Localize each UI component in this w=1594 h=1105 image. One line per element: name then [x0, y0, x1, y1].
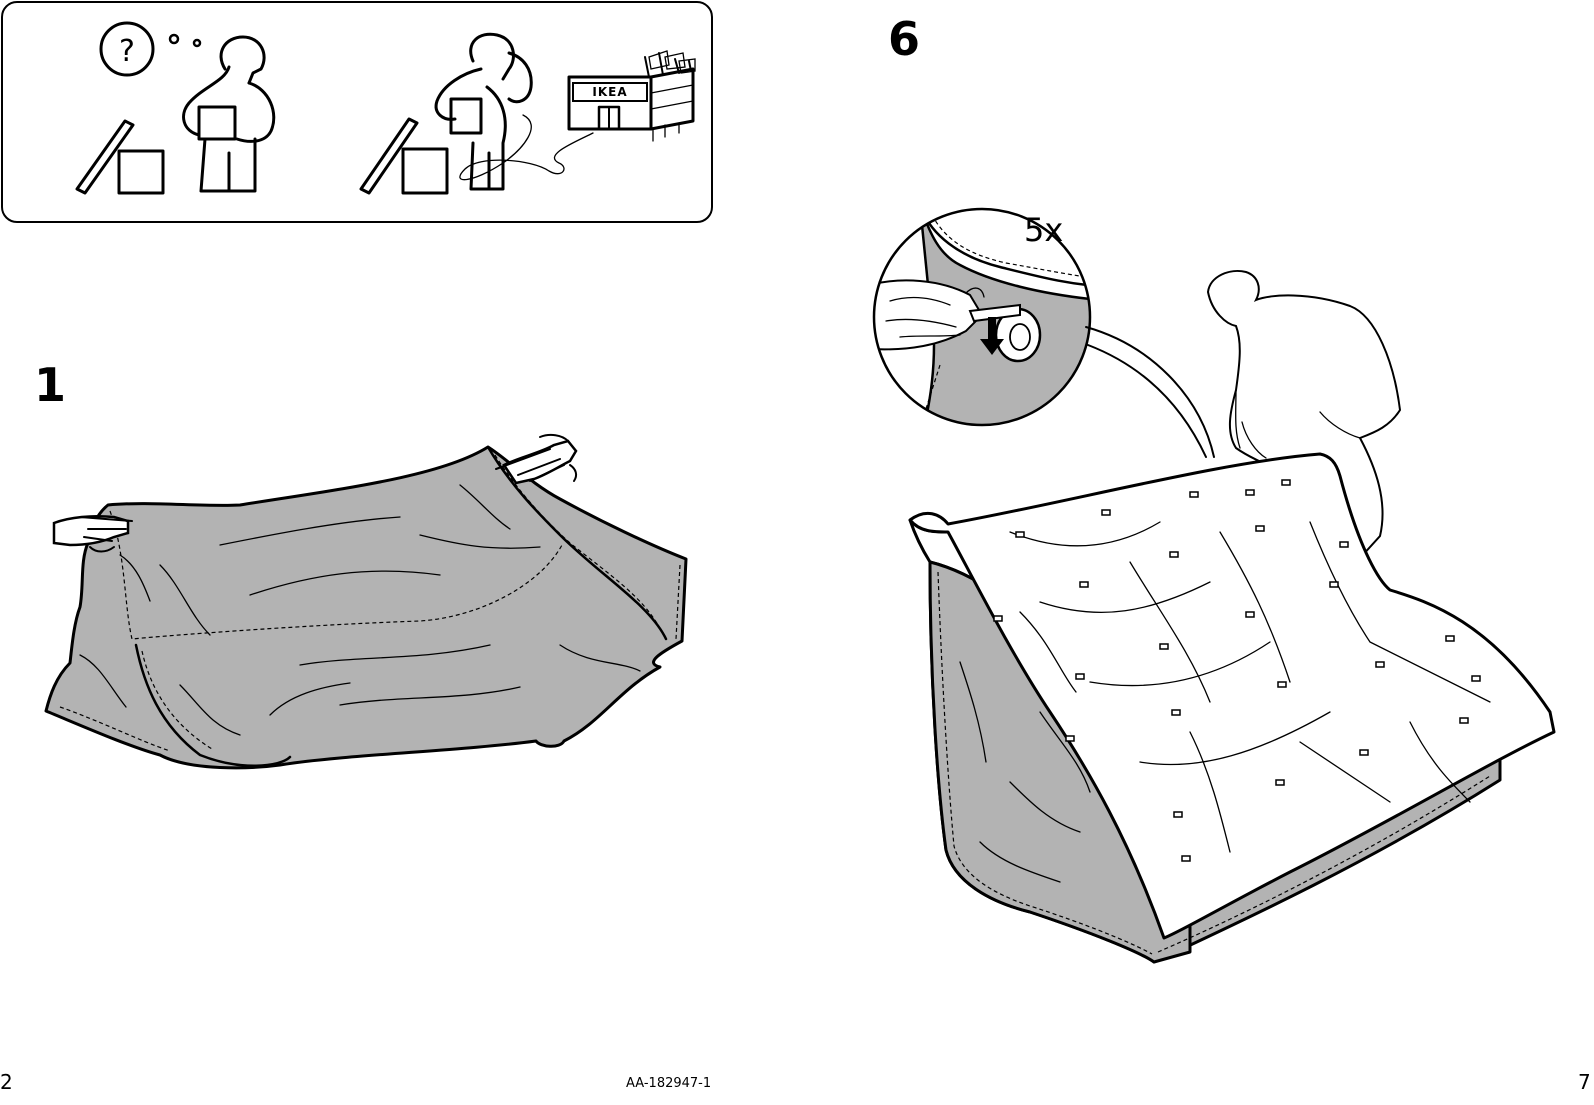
- page-number-right: 7: [1578, 1072, 1591, 1092]
- help-box: ? IKEA: [1, 1, 713, 223]
- svg-text:?: ?: [119, 34, 135, 69]
- document-code: AA-182947-1: [626, 1077, 711, 1090]
- store-icon: IKEA: [569, 51, 695, 141]
- question-mark-icon: ?: [101, 23, 200, 75]
- step-number: 1: [34, 362, 66, 408]
- box-icon: [361, 119, 447, 193]
- confused-person-icon: [184, 37, 274, 191]
- step-number: 6: [888, 16, 920, 62]
- page-number-left: 2: [0, 1072, 13, 1092]
- help-illustration: ? IKEA: [3, 3, 711, 221]
- step-6-illustration: [890, 262, 1570, 974]
- box-icon: [77, 121, 163, 193]
- store-sign-text: IKEA: [592, 85, 627, 99]
- cover-fabric: [46, 447, 686, 768]
- step-1-illustration: [40, 425, 700, 805]
- quantity-callout: 5x: [1024, 214, 1063, 246]
